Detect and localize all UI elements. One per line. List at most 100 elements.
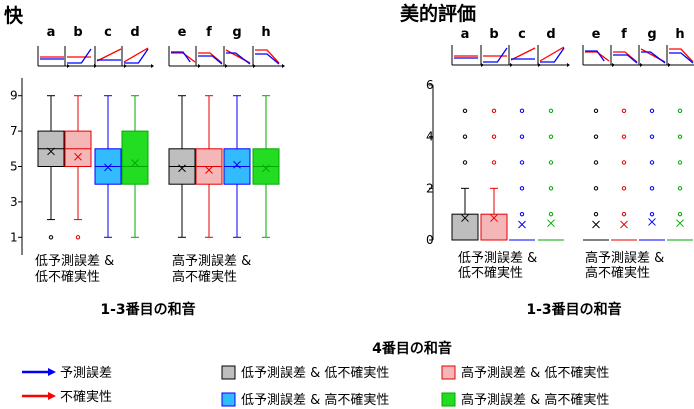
icon-uncertainty-trace — [198, 52, 223, 64]
outlier-point — [491, 160, 497, 165]
mean-marker — [592, 220, 600, 229]
chord-pattern-icon — [223, 46, 256, 68]
box-e — [168, 95, 196, 238]
condition-letter: a — [461, 27, 470, 42]
box-g — [223, 95, 251, 238]
icon-uncertainty-trace — [613, 51, 638, 63]
outlier-point — [677, 186, 683, 191]
legend-box-low-pe-low-u: 低予測誤差 & 低不確実性 — [221, 365, 389, 381]
outlier-point — [649, 108, 655, 114]
mean-marker — [205, 166, 213, 174]
aesthetic-group-label-high-line2: 高不確実性 — [585, 265, 650, 281]
outlier-point — [519, 134, 525, 139]
chord-pattern-icon — [195, 46, 228, 68]
pleasure-group-label-high-line2: 高不確実性 — [172, 269, 237, 285]
condition-letter: d — [546, 27, 555, 42]
outlier-point — [621, 134, 627, 139]
box-c — [509, 108, 535, 241]
legend-arrow-label: 不確実性 — [60, 389, 112, 405]
chord-pattern-icon — [480, 45, 513, 67]
y-tick-label: 7 — [10, 124, 18, 138]
aesthetic-title: 美的評価 — [400, 2, 476, 25]
icon-prediction-trace — [540, 47, 565, 63]
outlier-point — [593, 108, 599, 114]
pleasure-condition-icons — [37, 46, 285, 68]
mean-marker — [47, 147, 55, 156]
chord-pattern-icon — [508, 45, 541, 67]
y-tick-label: 5 — [10, 160, 18, 174]
aesthetic-condition-icons — [451, 45, 694, 67]
mean-marker — [131, 159, 139, 167]
legend-box-label: 低予測誤差 & 高不確実性 — [241, 392, 389, 408]
chord-pattern-icon — [168, 46, 201, 68]
legend-box-low-pe-high-u: 低予測誤差 & 高不確実性 — [221, 392, 389, 408]
outlier-point — [621, 186, 627, 191]
mean-marker — [518, 220, 526, 229]
icon-prediction-trace — [255, 53, 280, 65]
outlier-point — [621, 160, 627, 165]
outlier-point — [462, 108, 468, 114]
condition-letter: h — [261, 25, 270, 40]
condition-letter: g — [647, 27, 656, 42]
y-tick-label: 3 — [10, 195, 18, 209]
outlier-point — [519, 108, 525, 114]
mean-marker — [547, 219, 555, 228]
box-a — [451, 108, 479, 241]
legend-swatch — [441, 365, 456, 380]
pleasure-group-label-low-line2: 低不確実性 — [35, 269, 100, 285]
chord-pattern-icon — [638, 45, 671, 67]
outlier-point — [649, 211, 655, 217]
pleasure-x-label: 1-3番目の和音 — [100, 301, 195, 318]
icon-uncertainty-trace — [96, 48, 122, 62]
icon-prediction-trace — [585, 50, 605, 62]
icon-prediction-trace — [669, 52, 694, 64]
legend-arrow-prediction-error: 予測誤差 — [22, 365, 112, 381]
arrowhead-icon — [48, 368, 56, 376]
legend-box-high-pe-low-u: 高予測誤差 & 低不確実性 — [441, 365, 609, 381]
y-tick-label: 9 — [10, 89, 18, 103]
box-h — [667, 108, 693, 241]
mean-marker — [490, 214, 498, 222]
icon-prediction-trace — [483, 47, 508, 63]
box-c — [94, 95, 122, 238]
outlier-point — [593, 186, 599, 191]
mean-marker — [178, 164, 186, 173]
outlier-point — [593, 160, 599, 165]
outlier-point — [548, 211, 554, 217]
box-g — [639, 108, 665, 241]
outlier-point — [548, 160, 554, 165]
mean-marker — [262, 164, 270, 173]
y-tick-label: 0 — [426, 233, 434, 247]
condition-letter: c — [518, 27, 526, 42]
outlier-point — [548, 108, 554, 114]
legend-box-label: 高予測誤差 & 低不確実性 — [461, 365, 609, 381]
outlier-point — [491, 108, 497, 114]
icon-uncertainty-trace — [171, 52, 196, 63]
icon-uncertainty-trace — [255, 49, 280, 64]
chord-pattern-icon — [451, 45, 484, 67]
condition-letter: b — [489, 27, 498, 42]
outlier-point — [519, 211, 525, 217]
condition-letter: c — [104, 25, 112, 40]
legend-title: 4番目の和音 — [372, 340, 452, 357]
mean-marker — [676, 219, 684, 228]
box-b — [64, 95, 92, 240]
condition-letter: f — [206, 25, 212, 40]
outlier-point — [621, 211, 627, 217]
box-h — [252, 95, 280, 238]
icon-prediction-trace — [171, 51, 191, 63]
box-d — [121, 95, 149, 238]
aesthetic-group-label-low-line1: 低予測誤差 & — [458, 250, 537, 266]
icon-uncertainty-trace — [123, 47, 149, 63]
condition-letter: a — [47, 25, 56, 40]
outlier-point — [649, 160, 655, 165]
mean-marker — [648, 218, 656, 226]
box-e — [583, 108, 609, 241]
mean-marker — [461, 214, 469, 222]
icon-uncertainty-trace — [510, 47, 536, 61]
box-f — [611, 108, 637, 241]
